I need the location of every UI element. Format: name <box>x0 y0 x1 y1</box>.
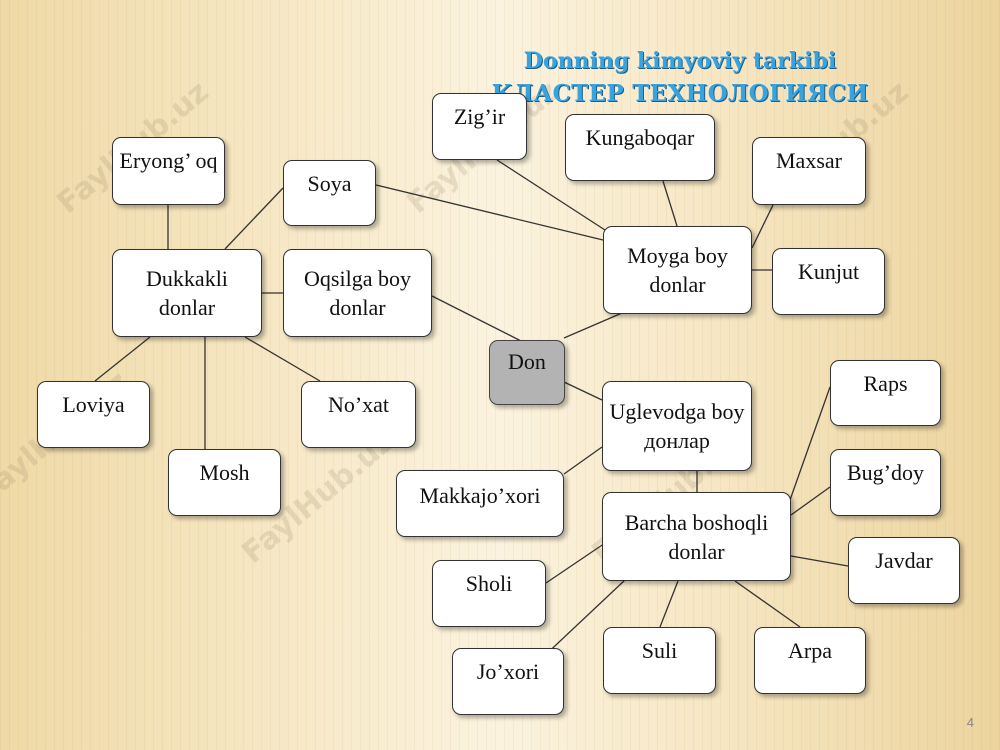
link-barcha-javdar <box>790 555 849 567</box>
link-maxsar-moyga <box>751 204 774 249</box>
node-uglevodga-boy-donlar: Uglevodga boy донлар <box>602 381 752 471</box>
link-barcha-raps <box>789 386 831 501</box>
node-joxori: Jo’xori <box>452 648 564 715</box>
node-noxat: No’xat <box>301 381 416 448</box>
node-suli: Suli <box>603 627 716 694</box>
node-javdar: Javdar <box>848 537 960 604</box>
link-zigir-moyga <box>496 159 606 231</box>
link-don-oqsilga <box>431 295 526 344</box>
link-don-uglevodga <box>563 381 603 401</box>
node-raps: Raps <box>830 360 941 426</box>
node-oqsilga-boy-donlar: Oqsilga boy donlar <box>283 249 432 337</box>
node-mosh: Mosh <box>168 449 281 516</box>
node-moyga-boy-donlar: Moyga boy donlar <box>603 226 752 314</box>
link-dukkakli-noxat <box>244 336 321 382</box>
node-kunjut: Kunjut <box>772 248 885 315</box>
link-don-moyga <box>563 312 623 339</box>
link-barcha-suli <box>659 580 679 628</box>
slide-subtitle: КЛАСТЕР ТЕХНОЛОГИЯСИ <box>491 80 869 107</box>
node-maxsar: Maxsar <box>752 137 866 205</box>
node-barcha-boshoqli-donlar: Barcha boshoqli donlar <box>602 492 791 581</box>
link-dukkakli-loviya <box>94 336 151 382</box>
node-bugdoy: Bug’doy <box>830 449 941 516</box>
node-soya: Soya <box>283 160 376 226</box>
node-zigir: Zig’ir <box>432 93 527 160</box>
link-soya-moyga <box>375 184 604 241</box>
node-don: Don <box>489 340 565 405</box>
node-makkajoxori: Makkajo’xori <box>396 470 564 537</box>
node-sholi: Sholi <box>432 560 546 627</box>
link-kungaboqar-moyga <box>662 180 678 227</box>
link-dukkakli-soya <box>224 187 284 250</box>
link-uglevodga-makkajoxori <box>563 446 603 475</box>
node-arpa: Arpa <box>754 627 866 694</box>
node-loviya: Loviya <box>37 381 150 448</box>
slide-title: Donning kimyoviy tarkibi <box>523 48 837 74</box>
node-dukkakli-donlar: Dukkakli donlar <box>112 249 262 337</box>
link-barcha-arpa <box>734 580 801 628</box>
page-number: 4 <box>966 715 974 730</box>
node-kungaboqar: Kungaboqar <box>565 114 715 181</box>
link-barcha-bugdoy <box>790 486 831 516</box>
node-eryong: Eryong’ oq <box>112 137 225 205</box>
link-barcha-joxori <box>539 579 626 661</box>
